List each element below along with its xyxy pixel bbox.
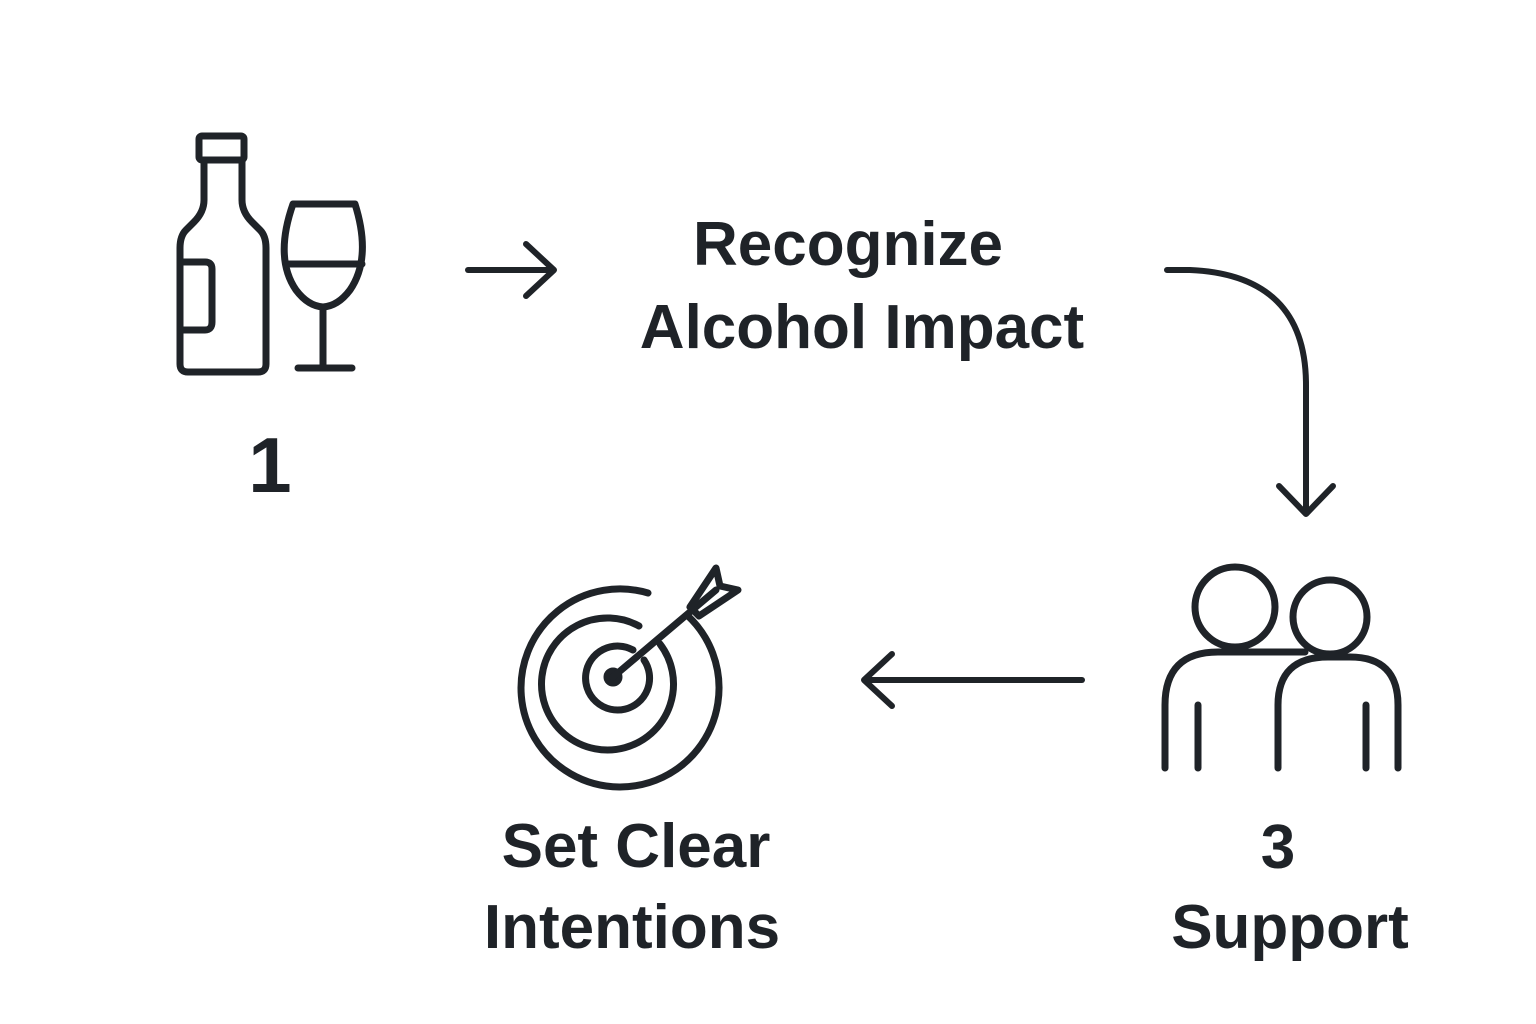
step-3-number: 3 [1261, 813, 1295, 882]
target-arrow-shaft [609, 586, 720, 681]
target-arrow-fletching [686, 564, 742, 620]
step-2-title-line-2: Alcohol Impact [640, 293, 1084, 362]
bottle-icon [176, 132, 270, 376]
two-people-icon [1161, 563, 1402, 772]
person-body-left [1161, 648, 1309, 772]
step-4-title-line-1: Set Clear [502, 812, 771, 881]
arrow-left [861, 651, 1085, 709]
target-with-arrow-icon [517, 564, 742, 791]
step-4-title-line-2: Intentions [484, 893, 780, 962]
arrow-curved-down [1164, 267, 1336, 517]
person-head-left [1191, 563, 1279, 651]
bottle-and-wine-glass-icon [176, 132, 366, 376]
step-3-title-line-1: Support [1171, 893, 1409, 962]
person-head-right [1289, 576, 1371, 658]
target-ring-inner [582, 642, 654, 714]
wine-glass-icon [280, 200, 366, 372]
step-2-title-line-1: Recognize [693, 210, 1003, 279]
step-1-number: 1 [248, 421, 291, 509]
target-ring-outer [517, 585, 723, 791]
arrow-right [465, 241, 557, 299]
person-body-right [1274, 653, 1402, 772]
target-ring-middle [538, 614, 677, 754]
